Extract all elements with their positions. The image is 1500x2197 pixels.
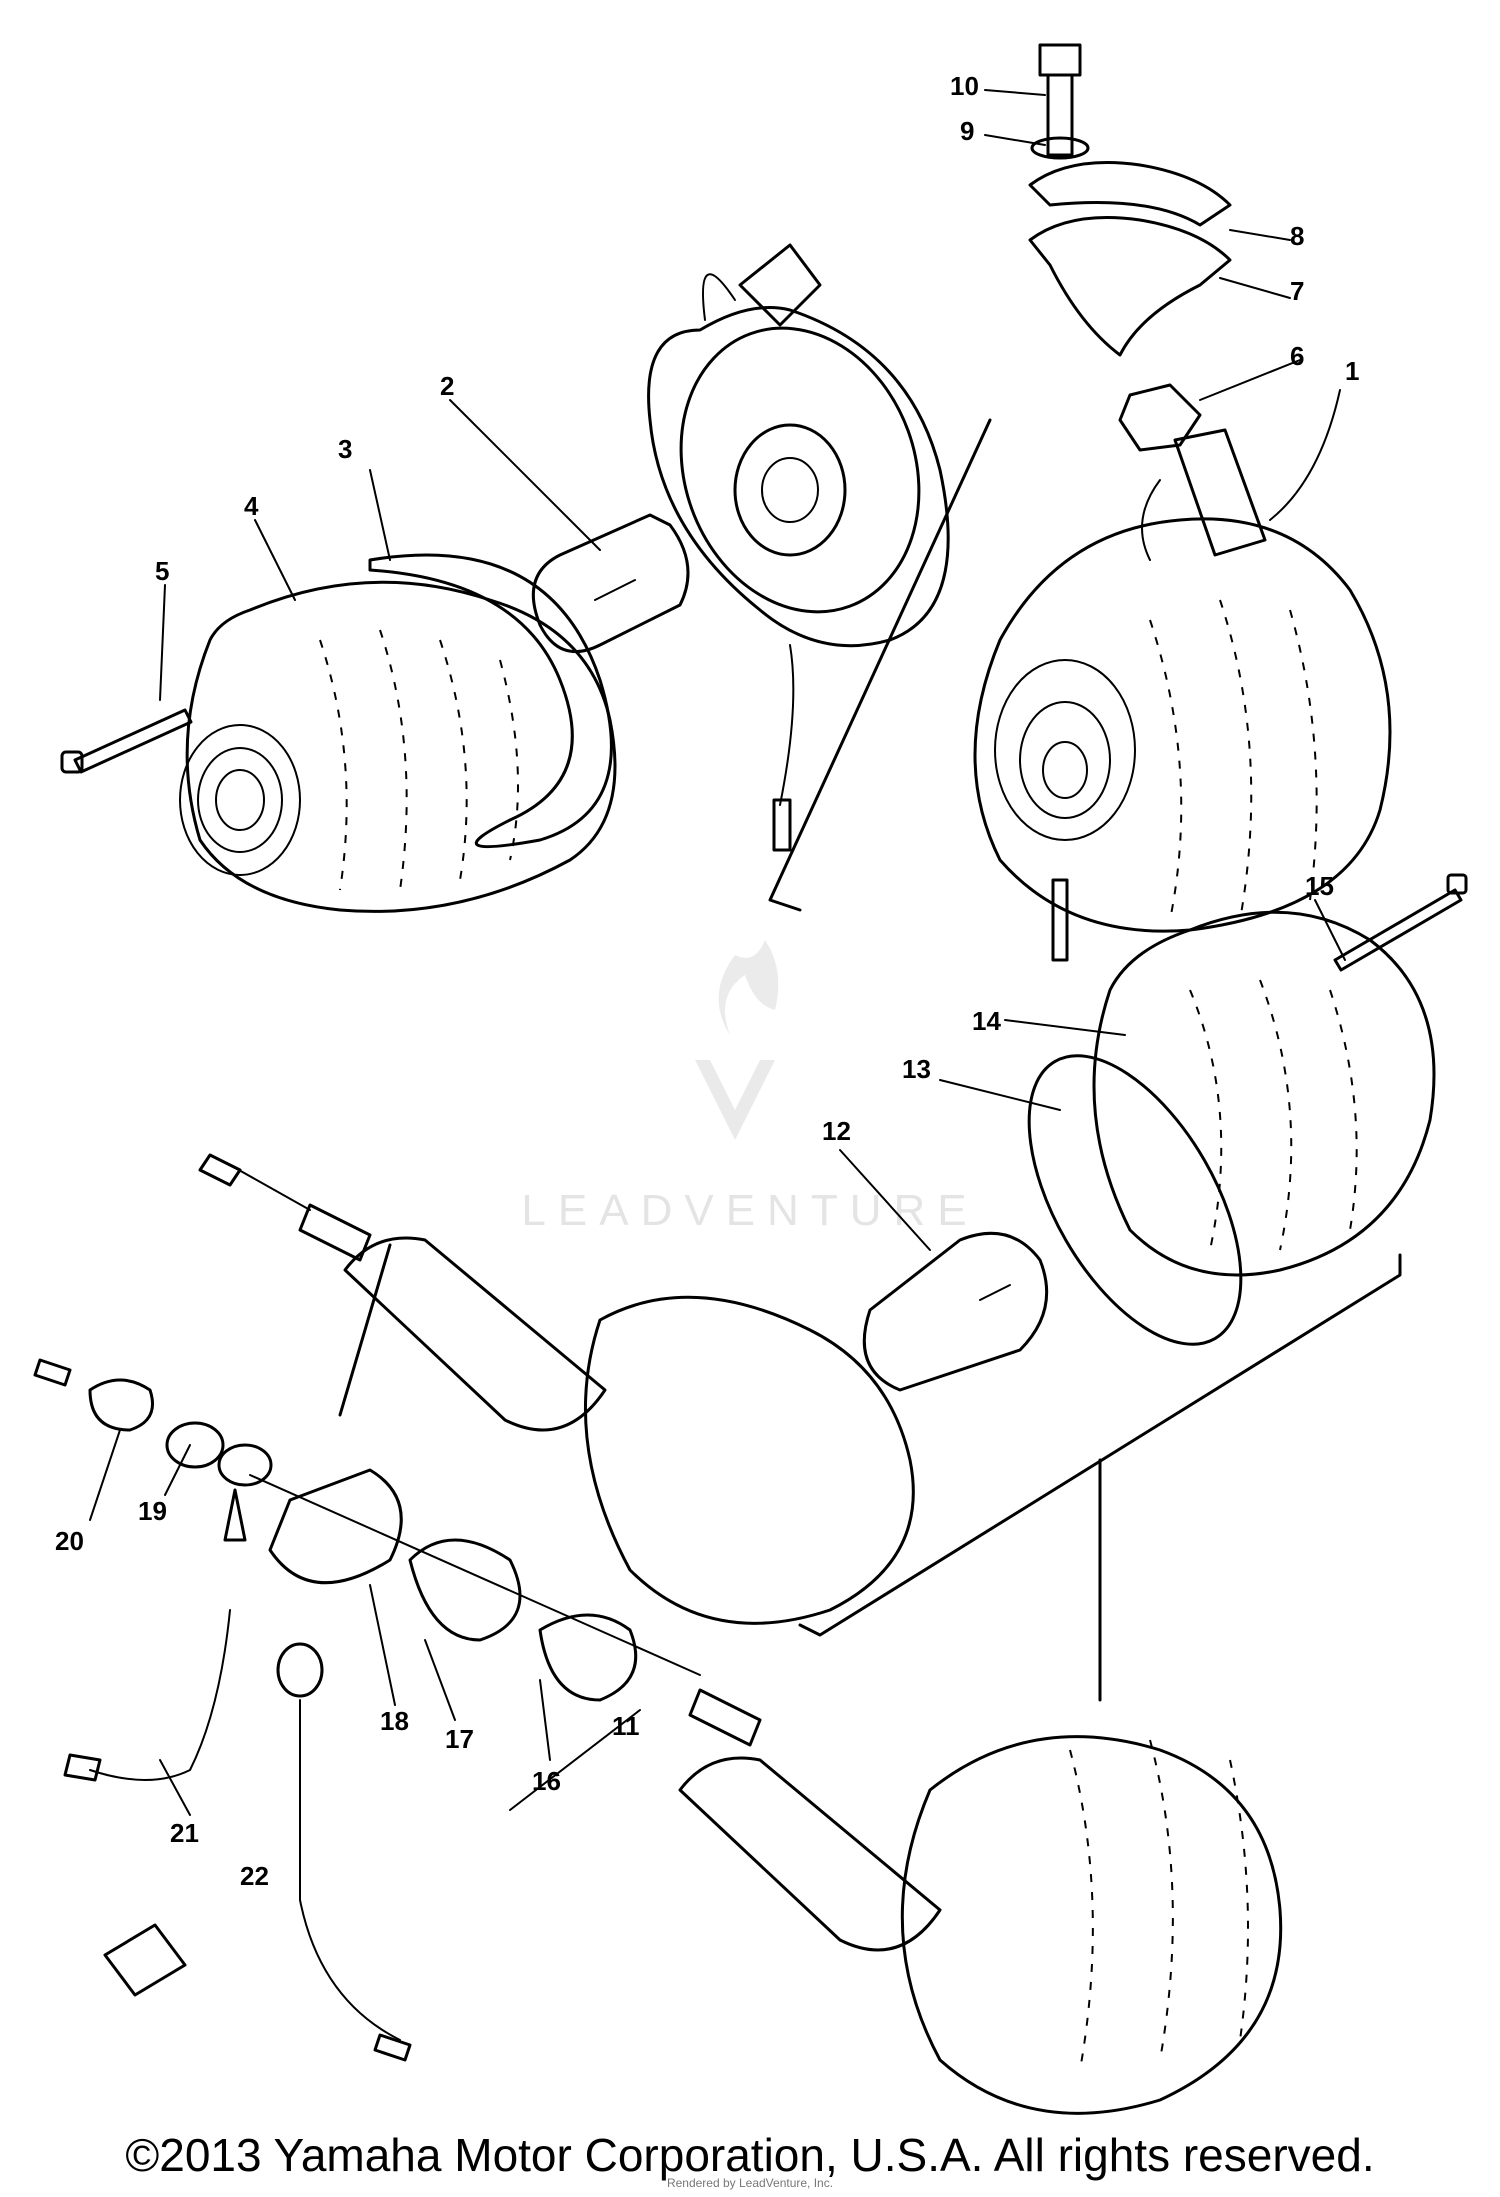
- callout-3: 3: [338, 434, 352, 464]
- callout-10: 10: [950, 71, 979, 101]
- callout-7: 7: [1290, 276, 1304, 306]
- watermark-text: LEADVENTURE: [521, 1186, 978, 1235]
- callout-9: 9: [960, 116, 974, 146]
- leadventure-watermark: LEADVENTURE: [521, 940, 978, 1235]
- rendered-by-note: Rendered by LeadVenture, Inc.: [666, 2176, 834, 2190]
- callout-16: 16: [532, 1766, 561, 1796]
- stalk-lower: [33, 1358, 1283, 2115]
- callout-13: 13: [902, 1054, 931, 1084]
- callout-21: 21: [170, 1818, 199, 1848]
- callout-12: 12: [822, 1116, 851, 1146]
- callout-8: 8: [1290, 221, 1304, 251]
- front-left-turn-signal: [60, 243, 992, 913]
- callout-17: 17: [445, 1724, 474, 1754]
- callout-1: 1: [1345, 356, 1359, 386]
- callout-15: 15: [1305, 871, 1334, 901]
- front-right-turn-signal: [973, 43, 1392, 962]
- callout-2: 2: [440, 371, 454, 401]
- callout-5: 5: [155, 556, 169, 586]
- callout-6: 6: [1290, 341, 1304, 371]
- callout-20: 20: [55, 1526, 84, 1556]
- stalk-middle: [198, 1153, 915, 1625]
- callout-19: 19: [138, 1496, 167, 1526]
- callout-14: 14: [972, 1006, 1001, 1036]
- callout-labels: 1 2 3 4 5 6 7 8 9 10 11 12 13 14 15 16 1…: [55, 71, 1359, 1891]
- callout-22: 22: [240, 1861, 269, 1891]
- leader-lines: [89, 89, 1346, 1856]
- rear-turn-signal-upper: [798, 873, 1468, 1702]
- copyright-notice: ©2013 Yamaha Motor Corporation, U.S.A. A…: [125, 2129, 1375, 2181]
- callout-18: 18: [380, 1706, 409, 1736]
- callout-4: 4: [244, 491, 259, 521]
- callout-11: 11: [612, 1711, 640, 1741]
